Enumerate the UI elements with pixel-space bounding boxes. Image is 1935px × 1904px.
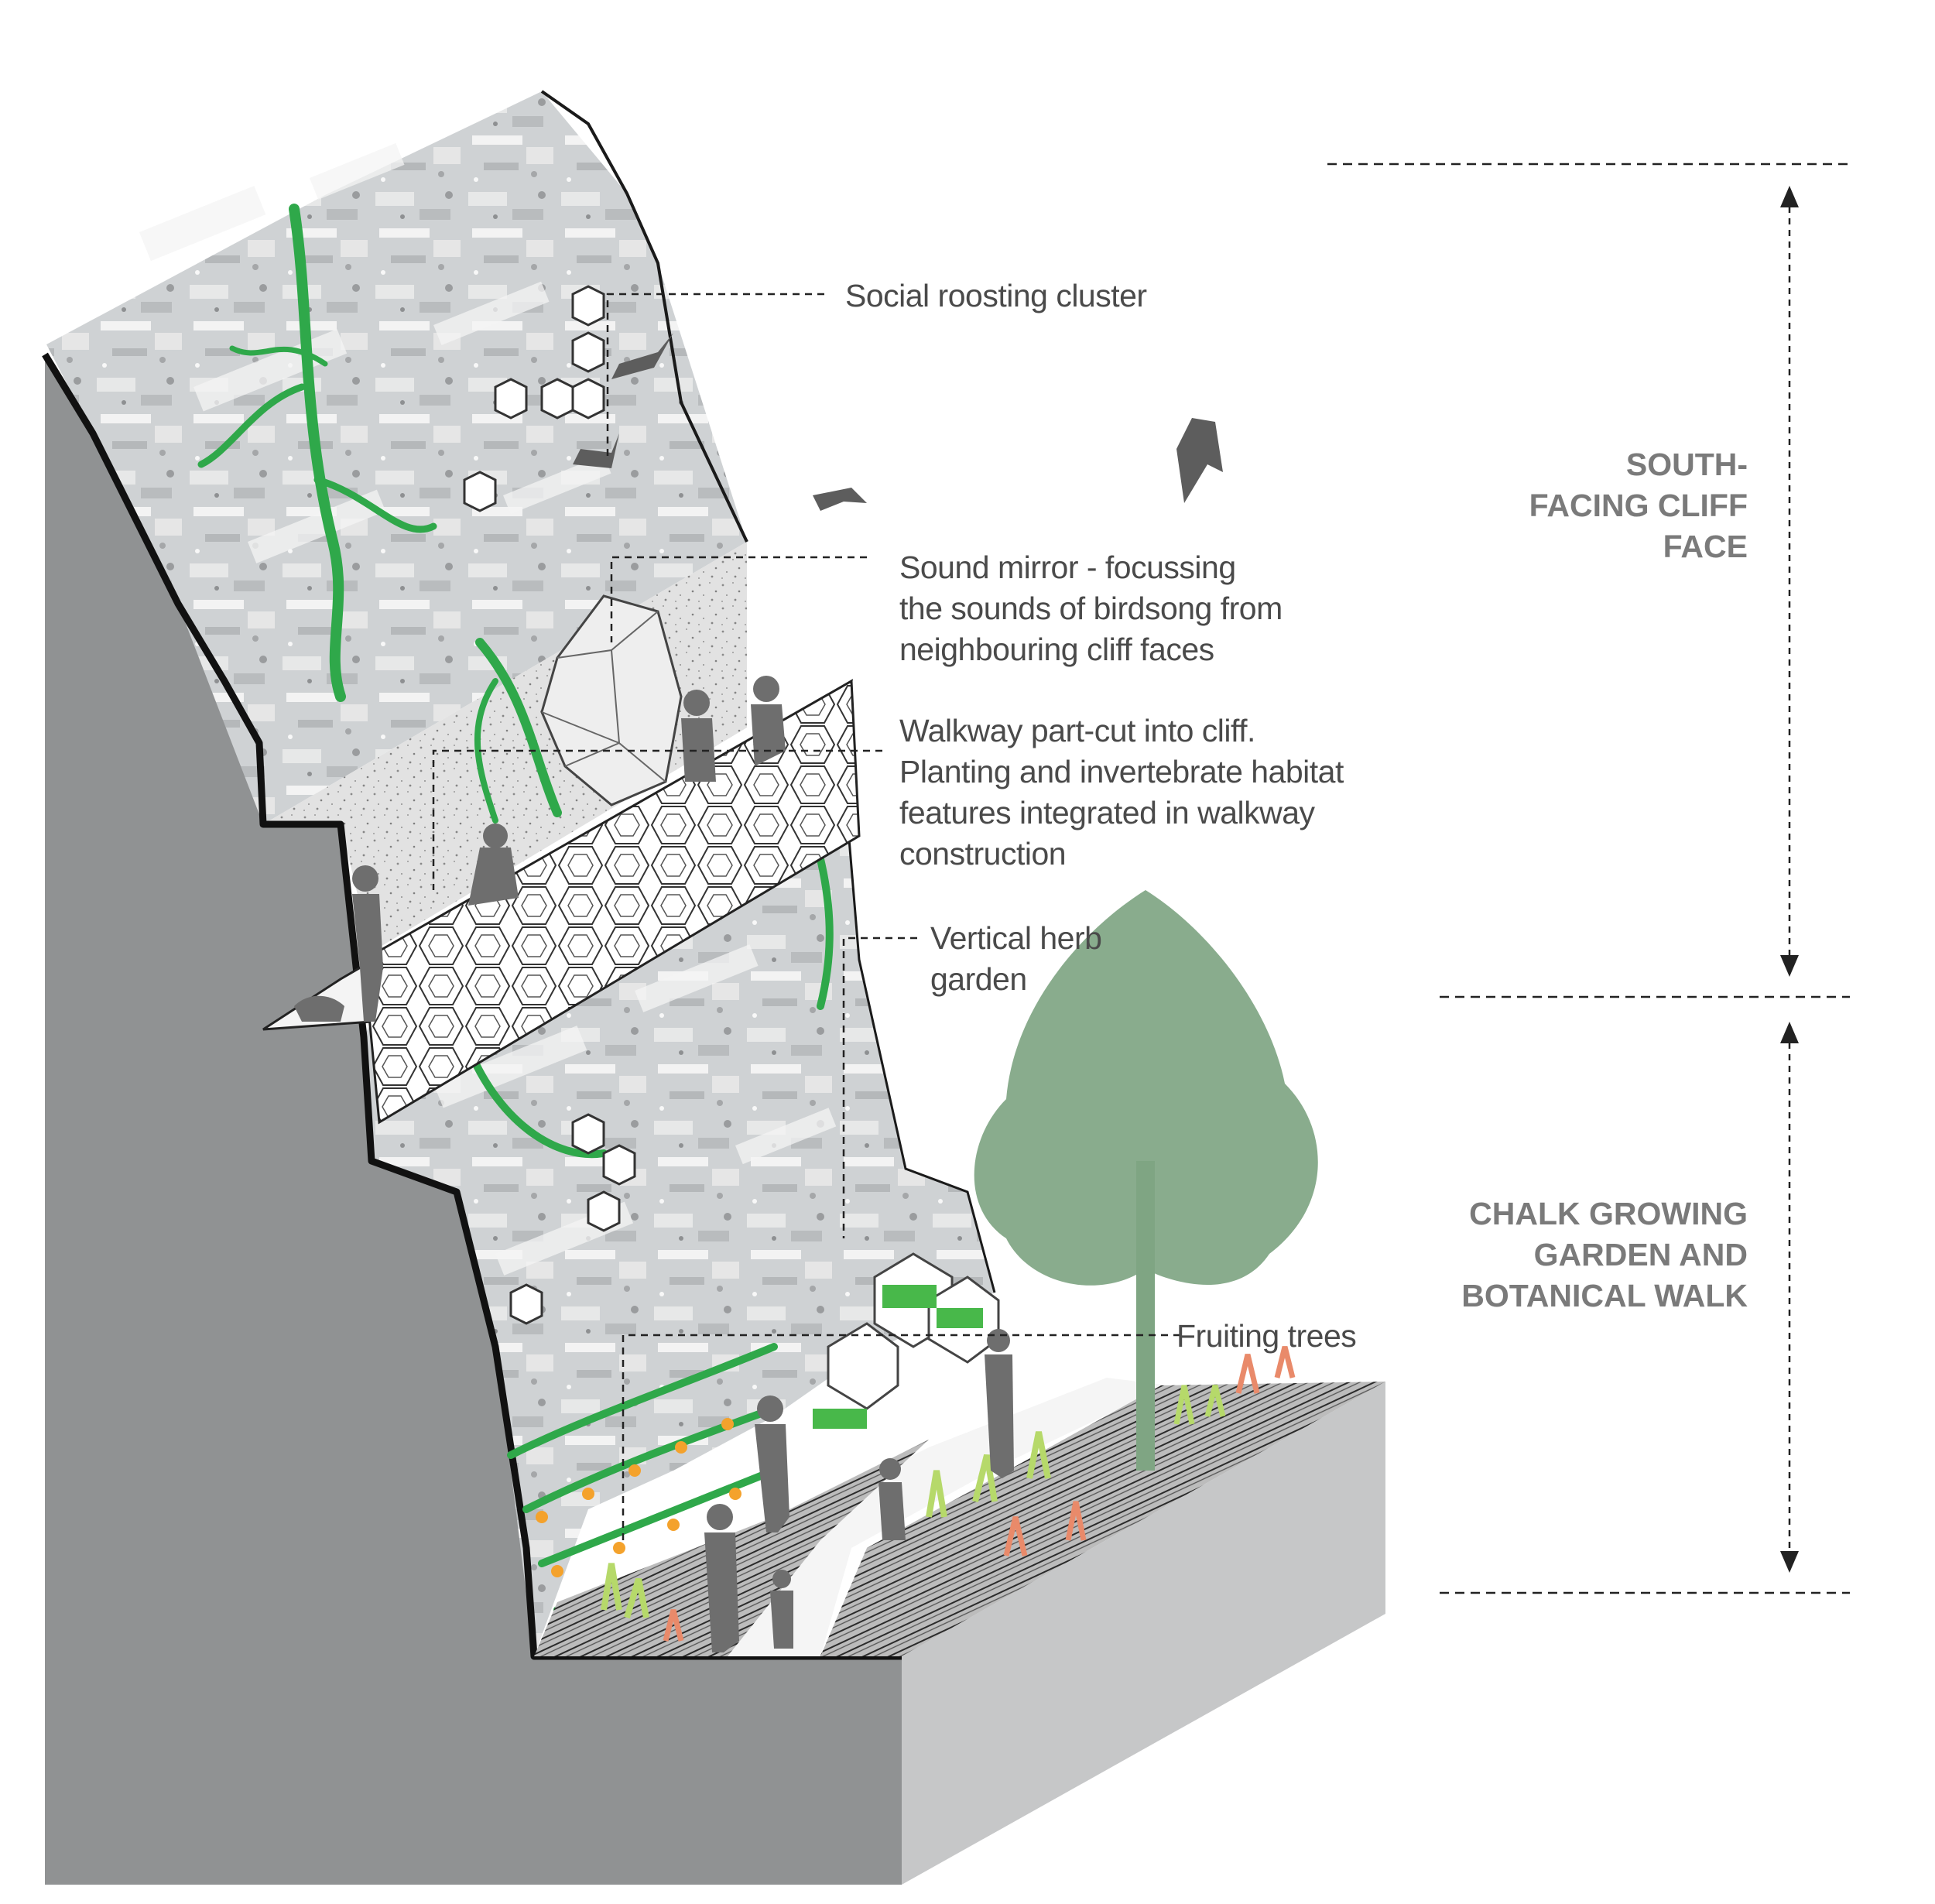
walker-with-dog [294, 865, 383, 1022]
herb-garden-callout-line: garden [930, 961, 1027, 997]
family-on-path [704, 1504, 793, 1652]
zone-label-line: BOTANICAL WALK [1461, 1278, 1748, 1313]
bird [573, 433, 619, 468]
roosting-callout: Social roosting cluster [845, 276, 1147, 317]
leader-lines [432, 293, 1180, 1540]
dimension-arrows [1780, 186, 1799, 1573]
bird [611, 333, 673, 379]
bed-right [820, 1382, 1385, 1656]
growing-garden-zone-label: CHALK GROWING GARDEN AND BOTANICAL WALK [1461, 1193, 1748, 1317]
sound-mirror-callout-line: the sounds of birdsong from [899, 591, 1283, 626]
herb-garden-leader [842, 937, 917, 1238]
sound-mirror-callout: Sound mirror - focussing the sounds of b… [899, 547, 1283, 670]
sound-mirror-leader [610, 556, 867, 642]
arrow-down [1780, 955, 1799, 977]
sound-mirror-callout-line: neighbouring cliff faces [899, 632, 1214, 667]
arrow-up [1780, 1022, 1799, 1043]
roosting-leader [606, 293, 824, 457]
cliff-crest-outline [540, 90, 748, 543]
child-watering [878, 1458, 906, 1540]
walkway-callout-line: Planting and invertebrate habitat [899, 754, 1344, 789]
fruiting-callout-line: Fruiting trees [1176, 1318, 1357, 1354]
cliff-face-zone-label: SOUTH- FACING CLIFF FACE [1529, 444, 1748, 567]
zone-label-line: GARDEN AND [1533, 1237, 1748, 1272]
arrow-up [1780, 186, 1799, 207]
sound-mirror-callout-line: Sound mirror - focussing [899, 550, 1236, 585]
walkway-callout-line: features integrated in walkway [899, 795, 1315, 830]
picking-figure [755, 1395, 789, 1532]
fruiting-callout: Fruiting trees [1176, 1316, 1357, 1357]
roosting-callout-line: Social roosting cluster [845, 278, 1147, 313]
garden-plants [601, 1346, 1296, 1642]
walkway-leader [432, 749, 882, 890]
arrow-down [1780, 1551, 1799, 1573]
bird [1176, 418, 1223, 503]
walkway-callout-line: Walkway part-cut into cliff. [899, 713, 1255, 748]
herb-garden-callout-line: Vertical herb [930, 920, 1102, 956]
roost-boxes [463, 285, 636, 1325]
people-silhouettes [294, 676, 1014, 1652]
zone-label-line: FACE [1663, 529, 1748, 564]
herb-planters [813, 1252, 1000, 1429]
zone-label-line: FACING CLIFF [1529, 488, 1748, 523]
ground-side-face [902, 1382, 1385, 1885]
dimension-lines [1327, 163, 1850, 1594]
zone-label-line: CHALK GROWING [1469, 1196, 1748, 1231]
fruiting-tree [974, 890, 1318, 1471]
ground-front-face [45, 354, 902, 1885]
sound-mirror [540, 594, 683, 806]
birds [573, 333, 1223, 511]
zone-label-line: SOUTH- [1625, 447, 1748, 482]
fruiting-leader [622, 1334, 1180, 1540]
ground-mass [45, 354, 1385, 1885]
cliff-outline [42, 352, 902, 1660]
herb-garden-callout: Vertical herb garden [930, 918, 1102, 1000]
walkway-callout: Walkway part-cut into cliff. Planting an… [899, 711, 1344, 875]
walkway-callout-line: construction [899, 836, 1067, 872]
bird [813, 488, 867, 511]
seated-figures [468, 824, 519, 906]
lower-cliff-crest [842, 773, 996, 1293]
